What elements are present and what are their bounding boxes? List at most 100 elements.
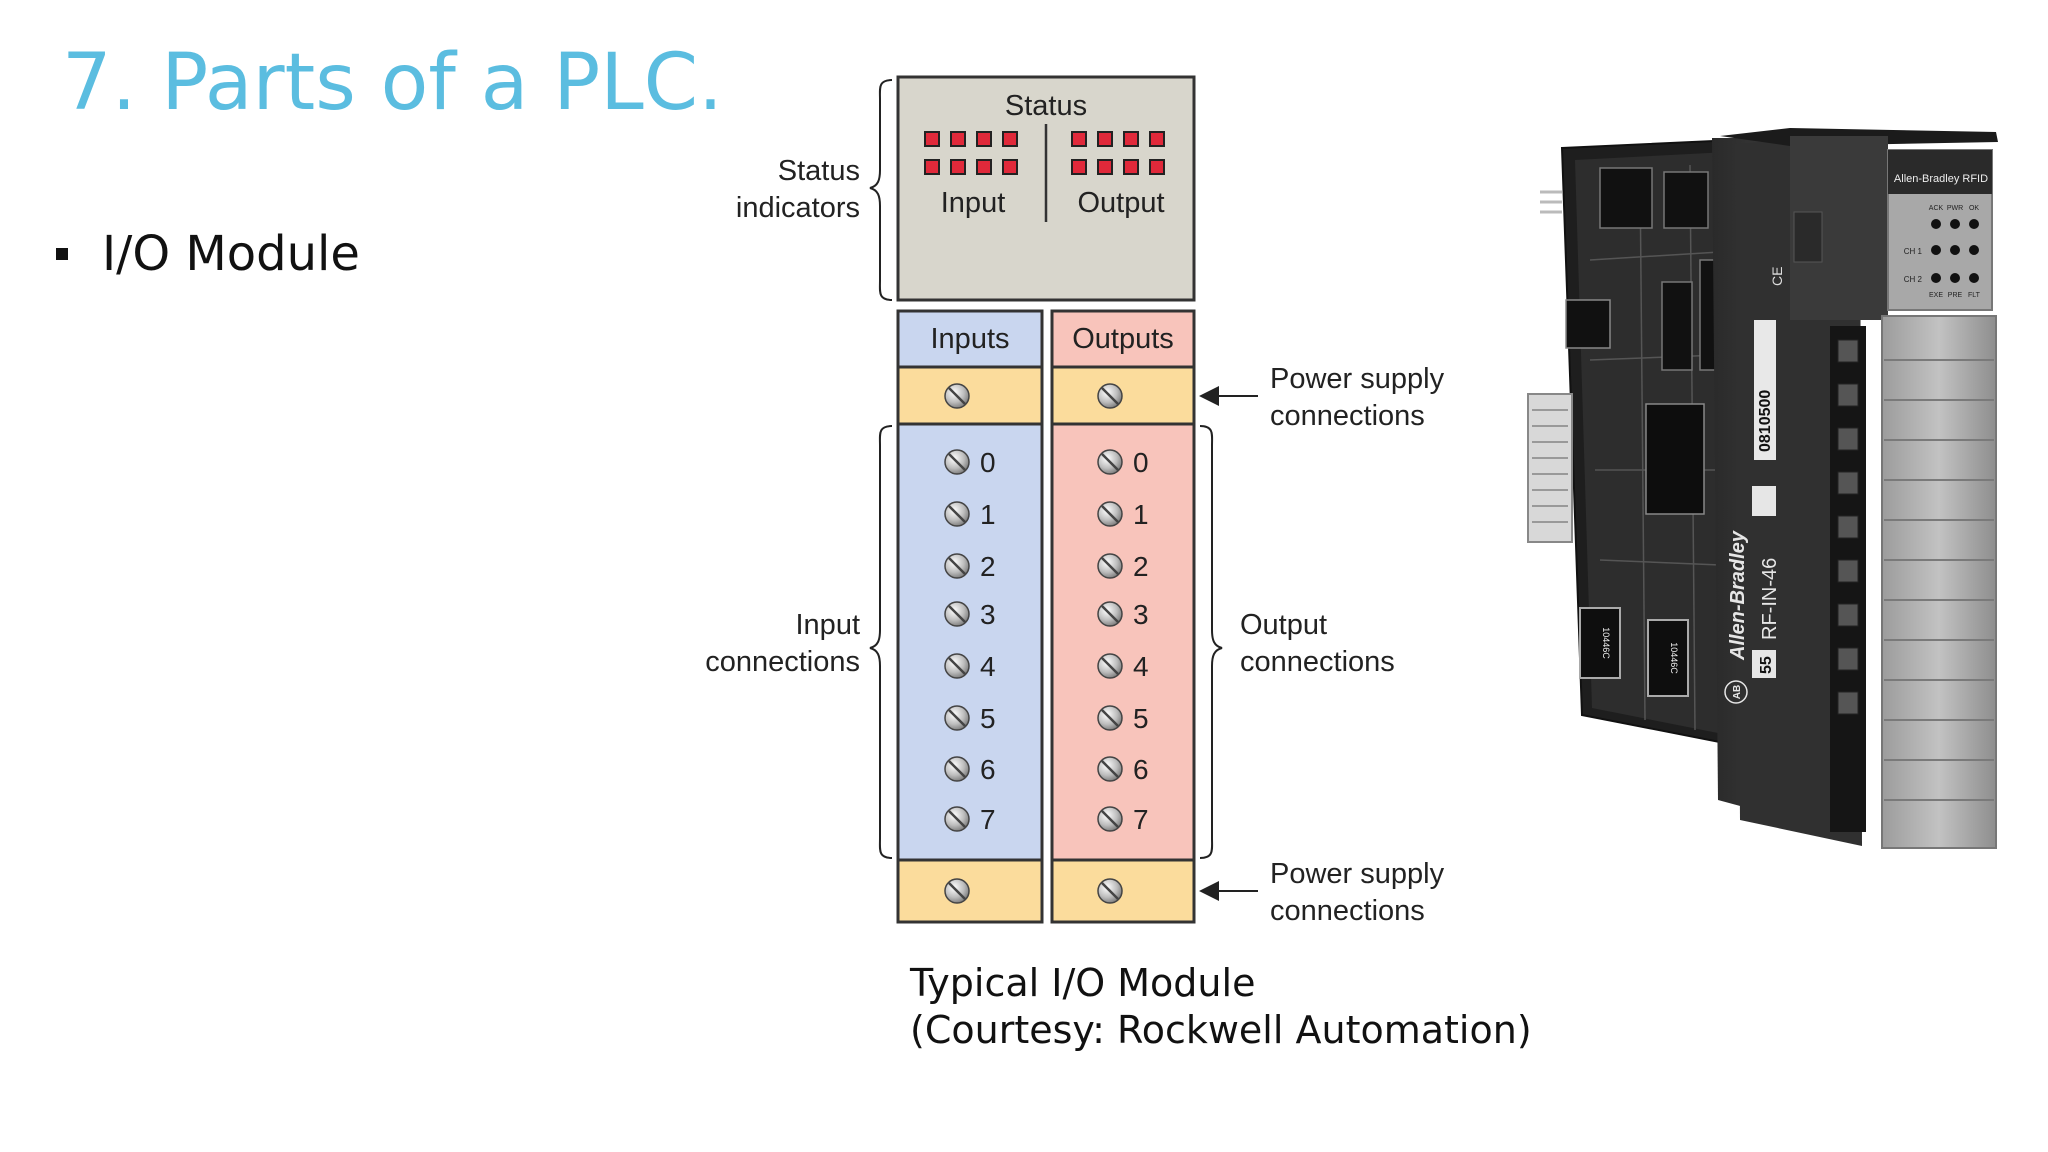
input-connections-label: connections xyxy=(705,646,860,678)
terminal-cover xyxy=(1881,315,1997,849)
terminal-number: 4 xyxy=(980,651,996,682)
led-label: PWR xyxy=(1947,205,1963,212)
ce-mark: CE xyxy=(1769,267,1785,286)
screw-icon xyxy=(1097,806,1123,832)
caption-line: Typical I/O Module xyxy=(910,961,1256,1005)
chip-label: 10446C xyxy=(1669,642,1679,674)
chip-label: 10446C xyxy=(1601,627,1611,659)
terminal-row: 7 xyxy=(944,804,996,835)
terminal-row: 2 xyxy=(1097,551,1149,582)
screw-icon xyxy=(944,705,970,731)
model-prefix: 55 xyxy=(1758,656,1775,674)
terminal-number: 6 xyxy=(980,754,996,785)
terminal-row: 4 xyxy=(944,651,996,682)
terminal-row: 4 xyxy=(1097,651,1149,682)
screw-icon xyxy=(944,756,970,782)
ab-logo: AB xyxy=(1732,685,1743,699)
input-terminals: 0 1 2 3 4 5 6 7 xyxy=(944,447,996,835)
terminal-number: 1 xyxy=(1133,499,1149,530)
channel-label: CH 1 xyxy=(1904,247,1923,256)
outputs-header: Outputs xyxy=(1072,323,1174,355)
terminal-row: 0 xyxy=(944,447,996,478)
terminal-number: 1 xyxy=(980,499,996,530)
status-header: Status xyxy=(1005,90,1087,122)
led-label: OK xyxy=(1969,205,1979,212)
terminal-number: 3 xyxy=(980,599,996,630)
led-label: PRE xyxy=(1948,292,1963,299)
output-connections-label: Output xyxy=(1240,609,1327,641)
output-power-top xyxy=(1050,365,1196,426)
input-connections-label: Input xyxy=(796,609,861,641)
screw-icon xyxy=(1097,449,1123,475)
terminal-number: 4 xyxy=(1133,651,1149,682)
status-brace xyxy=(869,79,893,301)
terminal-number: 2 xyxy=(1133,551,1149,582)
io-module-photo: 10446C 10446C Allen-Bradley RFID ACK PWR… xyxy=(1527,128,1998,849)
led-label: EXE xyxy=(1929,292,1943,299)
terminal-row: 3 xyxy=(944,599,996,630)
terminal-number: 5 xyxy=(1133,703,1149,734)
screw-icon xyxy=(1097,601,1123,627)
screw-icon xyxy=(1097,653,1123,679)
led-label: ACK xyxy=(1929,205,1944,212)
status-led-icon xyxy=(1931,219,1979,283)
terminal-number: 2 xyxy=(980,551,996,582)
serial-number: 0810500 xyxy=(1757,390,1774,452)
terminal-row: 1 xyxy=(1097,499,1149,530)
screw-icon xyxy=(1097,383,1123,409)
terminal-row: 6 xyxy=(944,754,996,785)
terminal-number: 7 xyxy=(980,804,996,835)
status-panel: Status Input xyxy=(896,75,1196,302)
terminal-row: 3 xyxy=(1097,599,1149,630)
terminal-number: 0 xyxy=(980,447,996,478)
power-supply-top-label: Power supply xyxy=(1270,363,1445,395)
slide-title: 7. Parts of a PLC. xyxy=(62,38,723,128)
figure-caption: Typical I/O Module (Courtesy: Rockwell A… xyxy=(910,960,1532,1054)
terminal-number: 7 xyxy=(1133,804,1149,835)
input-power-top xyxy=(896,365,1044,426)
status-indicators-label: Status xyxy=(778,155,860,187)
module-top-label: Allen-Bradley RFID xyxy=(1894,173,1988,185)
terminal-row: 5 xyxy=(1097,703,1149,734)
screw-icon xyxy=(944,383,970,409)
bullet-square-icon xyxy=(56,248,68,260)
power-supply-bottom-label: connections xyxy=(1270,895,1425,927)
terminal-number: 0 xyxy=(1133,447,1149,478)
terminal-row: 2 xyxy=(944,551,996,582)
screw-icon xyxy=(1097,756,1123,782)
screw-icon xyxy=(1097,501,1123,527)
screw-icon xyxy=(944,601,970,627)
terminal-number: 6 xyxy=(1133,754,1149,785)
terminal-row: 5 xyxy=(944,703,996,734)
status-input-label: Input xyxy=(941,187,1006,219)
screw-icon xyxy=(944,653,970,679)
inputs-header: Inputs xyxy=(931,323,1010,355)
terminal-number: 3 xyxy=(1133,599,1149,630)
output-status-leds xyxy=(1071,131,1165,175)
output-power-bottom xyxy=(1050,858,1196,924)
input-connections-brace xyxy=(869,425,893,859)
led-label: FLT xyxy=(1968,292,1981,299)
screw-icon xyxy=(1097,878,1123,904)
screw-icon xyxy=(1097,553,1123,579)
power-supply-bottom-label: Power supply xyxy=(1270,858,1445,890)
bullet-item: I/O Module xyxy=(56,226,360,282)
channel-label: CH 2 xyxy=(1904,275,1923,284)
power-supply-top-label: connections xyxy=(1270,400,1425,432)
terminal-screws xyxy=(1837,339,1859,715)
screw-icon xyxy=(944,501,970,527)
terminal-row: 7 xyxy=(1097,804,1149,835)
bullet-text: I/O Module xyxy=(102,226,360,282)
screw-icon xyxy=(944,449,970,475)
screw-icon xyxy=(1097,705,1123,731)
brand-name: Allen-Bradley xyxy=(1727,530,1749,661)
module-model: RF-IN-46 xyxy=(1759,558,1781,640)
input-power-bottom xyxy=(896,858,1044,924)
input-status-leds xyxy=(924,131,1018,175)
ab-logo-icon xyxy=(1724,680,1748,704)
terminal-row: 1 xyxy=(944,499,996,530)
terminal-row: 0 xyxy=(1097,447,1149,478)
screw-icon xyxy=(944,806,970,832)
screw-icon xyxy=(944,878,970,904)
output-terminals: 0 1 2 3 4 5 6 7 xyxy=(1097,447,1149,835)
